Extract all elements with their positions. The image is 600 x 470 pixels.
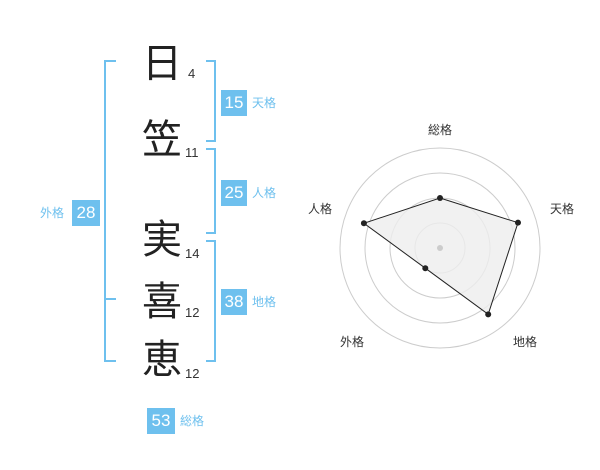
radar-point-4 xyxy=(422,265,429,272)
tenkaku-label: 天格 xyxy=(252,96,277,110)
chikaku-label: 地格 xyxy=(252,295,277,309)
radar-point-2 xyxy=(514,219,521,226)
radar-chart: 総格 天格 地格 外格 人格 xyxy=(308,122,574,349)
stroke-count-4: 12 xyxy=(185,305,200,320)
radar-ring xyxy=(339,147,541,349)
gaikaku-value: 28 xyxy=(72,200,100,226)
axis-label-gaikaku: 外格 xyxy=(340,334,364,349)
chikaku-bracket xyxy=(206,240,216,362)
axis-label-soukaku: 総格 xyxy=(428,122,452,137)
radar-polygon xyxy=(362,197,519,316)
stroke-count-1: 4 xyxy=(188,66,196,81)
name-char-2: 笠 xyxy=(142,117,182,163)
jinkaku-value: 25 xyxy=(221,180,247,206)
radar-center-dot xyxy=(437,245,443,251)
stroke-count-5: 12 xyxy=(185,366,200,381)
tenkaku-value: 15 xyxy=(221,90,247,116)
name-char-1: 日 xyxy=(142,41,182,87)
radar-point-3 xyxy=(485,311,492,318)
name-char-5: 恵 xyxy=(142,337,182,383)
soukaku-label: 総格 xyxy=(180,414,205,428)
name-char-3: 実 xyxy=(142,217,182,263)
jinkaku-bracket xyxy=(206,148,216,234)
axis-label-tenkaku: 天格 xyxy=(550,201,574,216)
radar-ring xyxy=(364,172,516,324)
radar-point-1 xyxy=(437,195,443,201)
gaikaku-bracket-mid xyxy=(104,298,116,300)
chikaku-value: 38 xyxy=(221,289,247,315)
tenkaku-bracket xyxy=(206,60,216,142)
axis-label-jinkaku: 人格 xyxy=(308,201,332,216)
name-char-4: 喜 xyxy=(142,279,182,325)
stroke-count-2: 11 xyxy=(185,145,199,160)
gaikaku-label: 外格 xyxy=(40,206,65,220)
jinkaku-label: 人格 xyxy=(252,186,277,200)
radar-point-5 xyxy=(360,220,367,227)
axis-label-chikaku: 地格 xyxy=(513,334,537,349)
gaikaku-bracket xyxy=(104,60,116,362)
soukaku-value: 53 xyxy=(147,408,175,434)
stroke-count-3: 14 xyxy=(185,246,200,261)
